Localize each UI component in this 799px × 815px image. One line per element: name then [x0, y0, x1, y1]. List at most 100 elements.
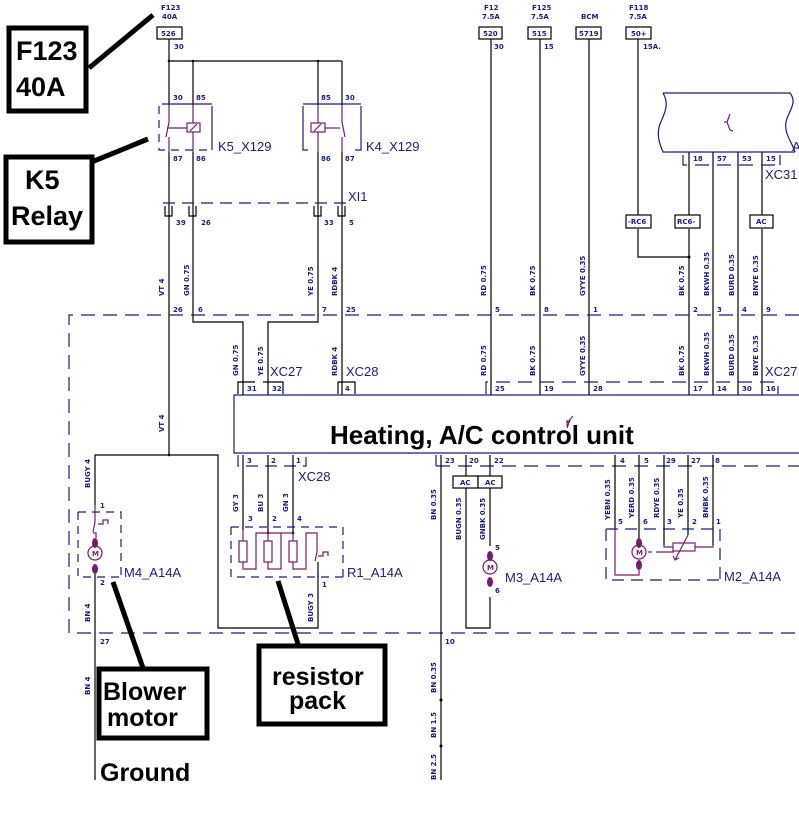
- pin-label: 27: [691, 457, 701, 465]
- wire-label: BKWH 0.35: [703, 332, 711, 376]
- fuse-pin: 30: [494, 43, 504, 51]
- wire-label: YE 0.75: [257, 346, 265, 377]
- pin-label: 17: [693, 385, 703, 393]
- wire-label: BN 1.5: [430, 712, 438, 738]
- wire-label: BN 4: [84, 676, 92, 695]
- fuse-pin: 30: [174, 43, 184, 51]
- wire-label: BUGY 4: [84, 459, 92, 488]
- pin-label: 6: [198, 306, 203, 314]
- wire-label: GN 3: [282, 493, 290, 512]
- wire-label: BNYE 0.35: [752, 335, 760, 376]
- component-label: M3_A14A: [505, 570, 562, 585]
- pin-label: 5: [644, 457, 649, 465]
- motor-icon: [482, 559, 498, 575]
- connector-label: XI1: [348, 189, 368, 204]
- pin-label: 28: [593, 385, 603, 393]
- wire-label: BNBK 0.35: [702, 476, 710, 518]
- pin-label: 1: [593, 306, 598, 314]
- signal-tag: -RC6: [628, 218, 646, 226]
- pin-label: 26: [201, 219, 211, 227]
- wire-label: BK 0.75: [678, 265, 686, 296]
- pin-label: 20: [469, 457, 479, 465]
- connector-xc28-bottom: 3 2 1 XC28: [237, 455, 331, 484]
- component-label: M2_A14A: [724, 569, 781, 584]
- wire-label: YE 0.75: [307, 266, 315, 297]
- callout-text: F123: [16, 36, 78, 66]
- wire-label: BURD 0.35: [728, 334, 736, 376]
- pin-label: 4: [345, 385, 350, 393]
- wire-label: RDBK 4: [331, 347, 339, 376]
- connector-xc27-right: 25 19 28 17 14 30 16 XC27: [485, 364, 798, 394]
- signal-tags: -RC6 RC6- AC: [625, 214, 774, 229]
- fuse-box-number: 520: [483, 30, 498, 38]
- xc27-xc28-upper: GN 0.75 YE 0.75 RDBK 4 XC27 XC28 31 32 4: [192, 315, 379, 395]
- callout-text: K5: [25, 165, 60, 195]
- fuse-name: F123: [161, 4, 181, 12]
- fuse-rating: 7.5A: [531, 13, 549, 21]
- motor-glyph: M: [92, 550, 99, 558]
- connector-label: XC28: [346, 364, 379, 379]
- fuse-name: F118: [629, 4, 649, 12]
- pin-label: 15: [766, 155, 776, 163]
- pin-label: 53: [742, 155, 752, 163]
- pin-label: 26: [173, 306, 183, 314]
- wire-label: RD 0.75: [480, 345, 488, 376]
- motor-m4: M M4_A14A 2 BN 4 BN 4: [84, 538, 181, 780]
- callout-ground: Ground: [100, 759, 190, 787]
- module-a: A: [657, 92, 799, 154]
- connector-xi1: XI1 39 26 33 5: [163, 152, 368, 455]
- pin-label: 2: [100, 579, 105, 587]
- fuse-name: F125: [532, 4, 552, 12]
- wire-label: BN 0.35: [430, 489, 438, 520]
- pin-label: 3: [248, 515, 253, 523]
- fuse-bcm: BCM 5719: [575, 13, 602, 40]
- pin-label: 18: [693, 155, 703, 163]
- callout-relay: K5 Relay: [3, 136, 149, 245]
- pin-label: 25: [346, 306, 356, 314]
- wire-label: BK 0.75: [529, 345, 537, 376]
- tag-box: [674, 214, 701, 229]
- resistor-icon: [238, 540, 248, 563]
- pin-label: 87: [173, 155, 183, 163]
- wire-label: BN 0.35: [430, 662, 438, 693]
- wire-label: BN 4: [84, 603, 92, 622]
- pin-label: 2: [272, 515, 277, 523]
- fuse-pin: 15: [544, 43, 554, 51]
- wire-label: RD 0.75: [480, 265, 488, 296]
- pin-label: 31: [247, 385, 257, 393]
- pin-label: 32: [272, 385, 282, 393]
- fuse-rating: 40A: [162, 13, 178, 21]
- wire-label: BN 2.5: [430, 754, 438, 780]
- motor-m2-circuit: YEBN 0.35 YERD 0.35 RDYE 0.35 YE 0.35 BN…: [604, 455, 781, 584]
- relay-label: K4_X129: [366, 139, 420, 154]
- pin-label: 5: [495, 544, 500, 552]
- callout-text: Blower: [103, 678, 187, 706]
- fuse-name: F12: [484, 4, 499, 12]
- wire-label: GYYE 0.35: [579, 256, 587, 296]
- lower-right-pins: 23 20 22 4 5 29 27 8: [435, 455, 799, 467]
- pin-label: 1: [296, 457, 301, 465]
- pin-label: 3: [667, 518, 672, 526]
- pin-label: 6: [643, 518, 648, 526]
- wire-label: BKWH 0.35: [703, 252, 711, 296]
- motor-glyph: M: [487, 564, 494, 572]
- upper-wire-labels: VT 4 GN 0.75 YE 0.75 RDBK 4 RD 0.75 BK 0…: [158, 252, 760, 297]
- pin-label: 29: [666, 457, 676, 465]
- connector-xc31: 18 57 53 15 XC31: [682, 152, 798, 182]
- callout-text: Relay: [11, 201, 83, 231]
- fuse-f118: F118 7.5A 50+ 15A.: [625, 4, 661, 51]
- pin-label: 14: [717, 385, 727, 393]
- pin-label: 1: [716, 518, 721, 526]
- signal-tag: AC: [485, 479, 496, 487]
- pin-label: 4: [742, 306, 747, 314]
- resistor-pack-r1: GY 3 BU 3 GN 3 3 2 4 R1_A14A 1 BUGY 3: [230, 455, 403, 622]
- wire-label: BUGN 0.35: [455, 498, 463, 540]
- pin-label: 4: [297, 515, 302, 523]
- signal-tag: RC6-: [677, 218, 695, 226]
- relay-k4: 85 30 86 87 K4_X129: [302, 94, 420, 163]
- wire-label: YEBN 0.35: [604, 479, 612, 521]
- motor-icon: [631, 544, 647, 560]
- pin-label: 2: [692, 518, 697, 526]
